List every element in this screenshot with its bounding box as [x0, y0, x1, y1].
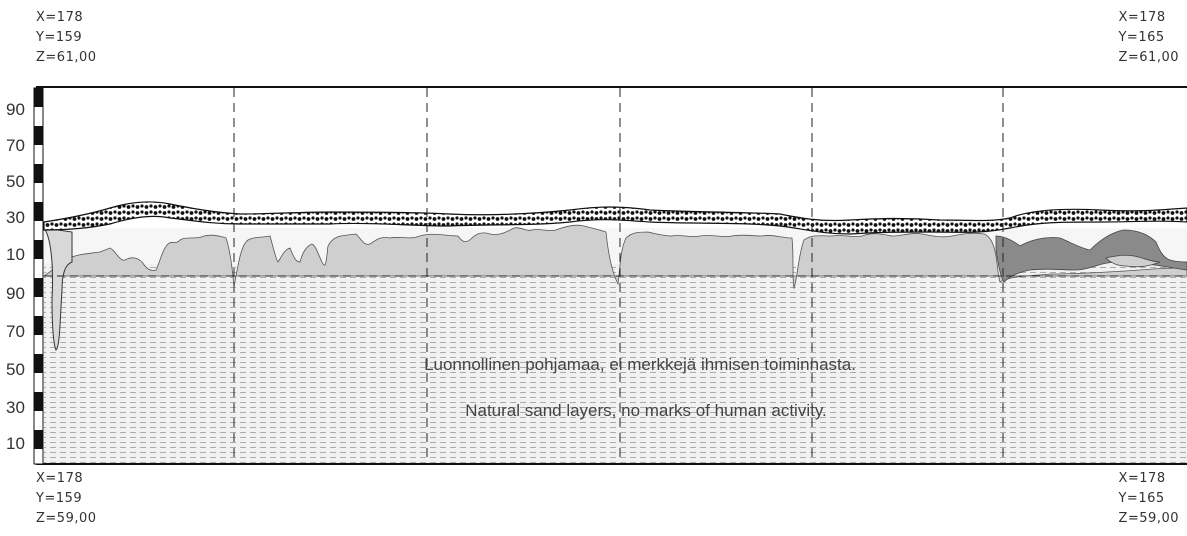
dark-gray-pocket [995, 229, 1187, 283]
scale-tick-label: 10 [6, 245, 25, 264]
light-gray-lens [1105, 254, 1161, 268]
scale-tick-label: 70 [6, 136, 25, 155]
coord-x: X=178 [1118, 10, 1166, 25]
corner-coords-bottom-left: X=178 Y=159 Z=59,00 [36, 469, 97, 529]
light-gray-layer [42, 224, 1187, 290]
vertical-scale-bar [33, 87, 44, 465]
coord-x: X=178 [36, 471, 84, 486]
scale-tick-label: 50 [6, 172, 25, 191]
corner-coords-top-left: X=178 Y=159 Z=61,00 [36, 8, 97, 68]
scale-tick-label: 10 [6, 434, 25, 453]
scale-tick-label: 90 [6, 100, 25, 119]
vertical-grid-lines [233, 88, 1004, 464]
coord-x: X=178 [1118, 471, 1166, 486]
corner-coords-top-right: X=178 Y=165 Z=61,00 [1118, 8, 1179, 68]
gravel-surface-layer [43, 201, 1187, 235]
coord-z: Z=61,00 [1118, 50, 1179, 65]
coord-y: Y=159 [36, 30, 83, 45]
annotation-finnish: Luonnollinen pohjamaa, ei merkkejä ihmis… [424, 355, 856, 374]
coord-y: Y=165 [1118, 30, 1165, 45]
coord-z: Z=61,00 [36, 50, 97, 65]
scale-tick-label: 30 [6, 398, 25, 417]
scale-tick-label: 30 [6, 208, 25, 227]
coord-y: Y=165 [1118, 491, 1165, 506]
left-pit [42, 227, 73, 351]
coord-z: Z=59,00 [36, 511, 97, 526]
corner-coords-bottom-right: X=178 Y=165 Z=59,00 [1118, 469, 1179, 529]
annotation-english: Natural sand layers, no marks of human a… [465, 401, 827, 420]
coord-z: Z=59,00 [1118, 511, 1179, 526]
coord-x: X=178 [36, 10, 84, 25]
scale-tick-label: 90 [6, 284, 25, 303]
scale-tick-label: 70 [6, 322, 25, 341]
coord-y: Y=159 [36, 491, 83, 506]
scale-tick-label: 50 [6, 360, 25, 379]
